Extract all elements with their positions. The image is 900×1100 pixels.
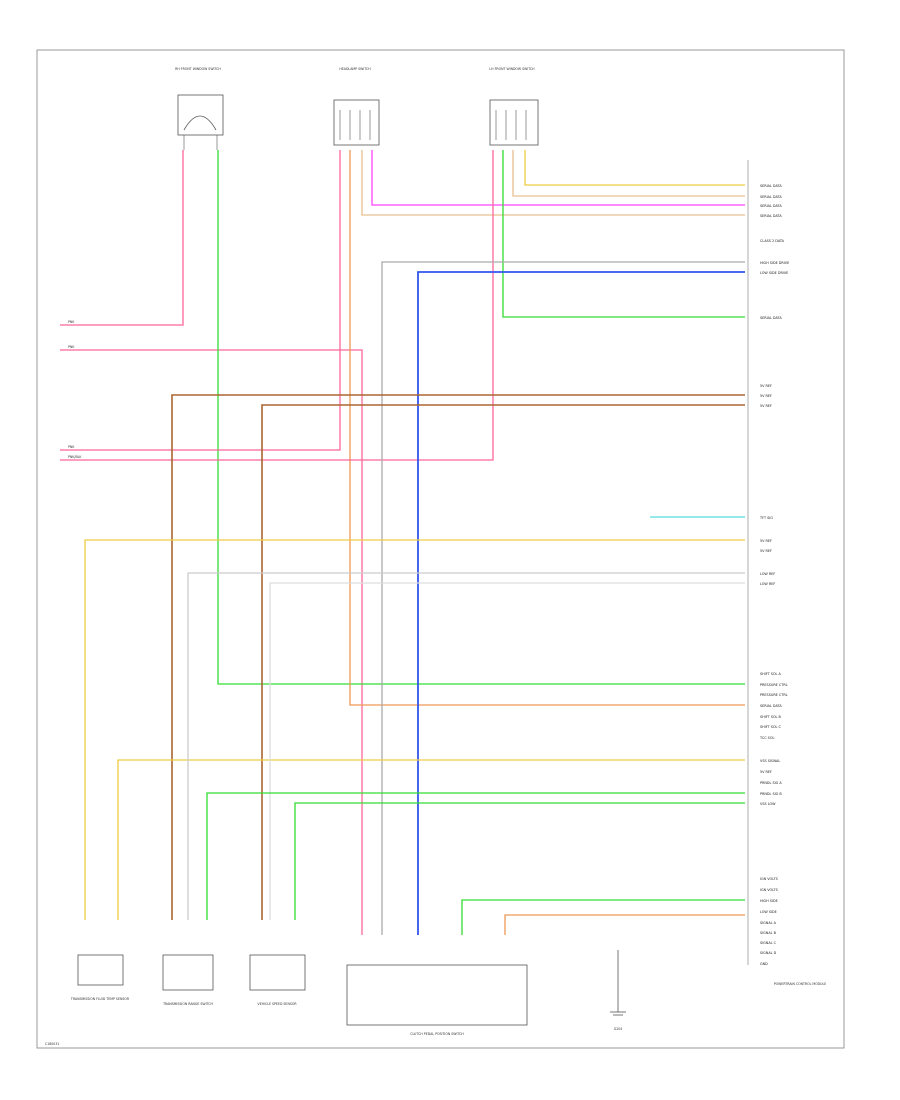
pin-label-22: SHIFT SOL C — [760, 725, 782, 729]
bottom-component-4: CLUTCH PEDAL POSITION SWITCH — [346, 964, 528, 1036]
pin-label-32: LOW SIDE — [760, 910, 777, 914]
pin-label-19: PRESSURE CTRL — [760, 693, 788, 697]
pcm-label: POWERTRAIN CONTROL MODULE — [774, 982, 827, 986]
wires — [60, 150, 745, 935]
pin-label-3: SERIAL DATA — [760, 204, 782, 208]
bottom-component-3: VEHICLE SPEED SENSOR — [249, 954, 306, 1006]
pin-label-6: HIGH SIDE DRIVE — [760, 261, 789, 265]
pin-label-7: LOW SIDE DRIVE — [760, 271, 788, 275]
pin-label-17: SHIFT SOL A — [760, 672, 782, 676]
pin-label-23: TCC SOL — [759, 736, 775, 740]
pin-label-35: SIGNAL C — [760, 941, 777, 945]
pin-label-20: SERIAL DATA — [760, 704, 782, 708]
pin-label-25: 5V REF — [760, 770, 772, 774]
left-wire-label-2: PNK — [68, 345, 75, 349]
pin-label-28: VSS LOW — [760, 802, 776, 806]
pin-label-18: PRESSURE CTRL — [760, 683, 788, 687]
bottom-component-5: G204 — [610, 950, 626, 1031]
left-wire-labels: PNK PNK PNK PNK/BLK — [68, 320, 82, 459]
pin-label-15: LOW REF — [760, 572, 775, 576]
left-wire-label-1: PNK — [68, 320, 75, 324]
pin-label-34: SIGNAL B — [760, 931, 777, 935]
pin-label-14: 5V REF — [760, 549, 772, 553]
top-switch-2-label: HEADLAMP SWITCH — [339, 67, 371, 71]
bottom-component-5-label: G204 — [614, 1027, 623, 1031]
bottom-component-3-label: VEHICLE SPEED SENSOR — [257, 1002, 297, 1006]
left-wire-label-4: PNK/BLK — [68, 455, 82, 459]
pin-label-31: HIGH SIDE — [760, 899, 778, 903]
pin-label-27: PRNDL SIG B — [760, 792, 782, 796]
top-switch-2: HEADLAMP SWITCH — [333, 67, 380, 146]
diagram-frame — [36, 49, 845, 1049]
top-switch-3-label: LH FRONT WINDOW SWITCH — [489, 67, 535, 71]
bottom-component-1: TRANSMISSION FLUID TEMP SENSOR — [70, 954, 130, 1001]
pin-label-30: IGN VOLTS — [760, 888, 778, 892]
top-switch-1: RH FRONT WINDOW SWITCH — [175, 67, 224, 150]
pin-label-16: LOW REF — [760, 582, 775, 586]
pin-label-11: 5V REF — [760, 404, 772, 408]
bottom-component-1-label: TRANSMISSION FLUID TEMP SENSOR — [70, 997, 130, 1001]
pin-label-33: SIGNAL A — [760, 921, 777, 925]
pin-label-21: SHIFT SOL B — [760, 715, 782, 719]
diagram-id: C180031 — [45, 1042, 59, 1046]
pin-label-36: SIGNAL D — [760, 951, 777, 955]
pin-label-2: SERIAL DATA — [760, 195, 782, 199]
top-switch-1-label: RH FRONT WINDOW SWITCH — [175, 67, 221, 71]
pin-label-24: VSS SIGNAL — [760, 759, 780, 763]
pin-label-29: IGN VOLTS — [760, 877, 778, 881]
pin-label-8: SERIAL DATA — [760, 316, 782, 320]
pin-label-5: CLASS 2 DATA — [760, 239, 785, 243]
pin-label-9: 5V REF — [760, 384, 772, 388]
pin-label-10: 5V REF — [760, 394, 772, 398]
pin-label-1: SERIAL DATA — [760, 184, 782, 188]
bottom-component-2: TRANSMISSION RANGE SWITCH — [162, 954, 214, 1006]
pin-label-12: TFT SIG — [759, 516, 773, 520]
pin-label-4: SERIAL DATA — [760, 214, 782, 218]
bottom-component-2-label: TRANSMISSION RANGE SWITCH — [162, 1002, 213, 1006]
pin-label-26: PRNDL SIG A — [760, 781, 782, 785]
left-wire-label-3: PNK — [68, 445, 75, 449]
top-switch-3: LH FRONT WINDOW SWITCH — [489, 67, 539, 146]
pin-label-13: 5V REF — [760, 539, 772, 543]
pin-label-37: GND — [760, 962, 768, 966]
pcm-connector: SERIAL DATA SERIAL DATA SERIAL DATA SERI… — [747, 160, 827, 986]
bottom-component-4-label: CLUTCH PEDAL POSITION SWITCH — [410, 1032, 464, 1036]
